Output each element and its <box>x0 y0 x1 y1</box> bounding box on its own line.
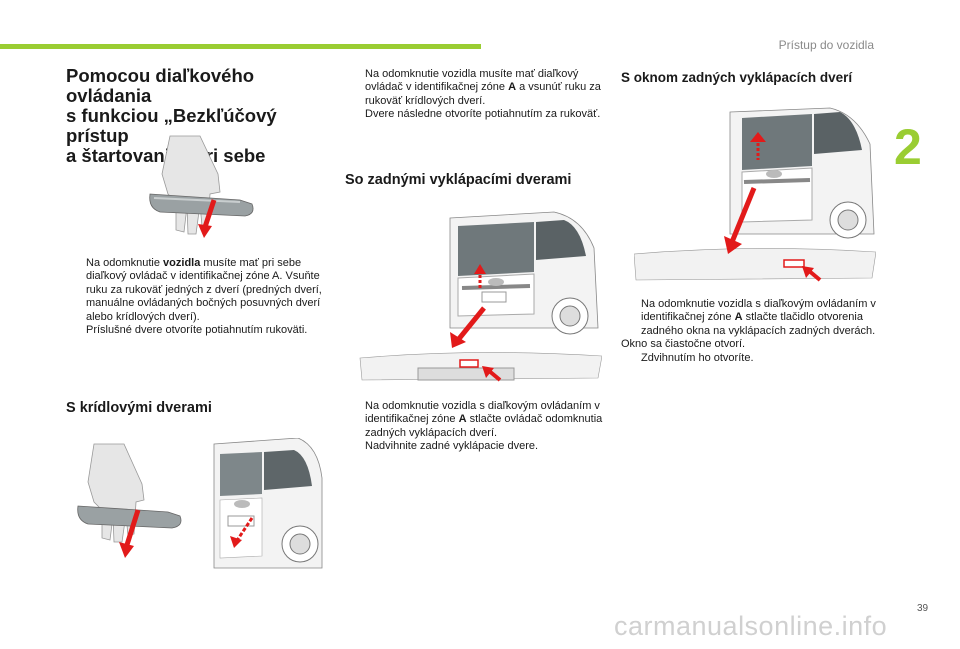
bullet-bold: A <box>508 81 517 94</box>
subtitle-tailgate: So zadnými vyklápacími dverami <box>345 172 572 188</box>
col1-bullet-1: Na odomknutie vozidla musíte mať pri seb… <box>66 257 328 324</box>
accent-bar <box>0 44 481 49</box>
bullet-text-cont: musíte mať pri sebe diaľkový ovládač v i… <box>86 257 322 323</box>
bullet-text: Na odomknutie vozidla s diaľkovým ovláda… <box>641 298 876 324</box>
bullet-text-cont: stlačte ovládač odomknutia zadných vyklá… <box>365 413 603 439</box>
bullet-bold: A <box>734 311 743 324</box>
bullet-text-cont: stlačte tlačidlo otvorenia zadného okna … <box>641 311 876 337</box>
hand-handle-illustration <box>149 135 254 238</box>
subtitle-wing-doors: S krídlovými dverami <box>66 400 212 416</box>
bullet-text: Nadvihnite zadné vyklápacie dvere. <box>365 440 539 453</box>
page-number: 39 <box>917 603 929 614</box>
wing-doors-illustration <box>77 438 323 569</box>
bullet-bold: A <box>458 413 467 426</box>
col3-plain-line: Okno sa čiastočne otvorí. <box>621 338 746 351</box>
bullet-text: Dvere následne otvoríte potiahnutím za r… <box>365 108 601 121</box>
heading-line-1: Pomocou diaľkového ovládania <box>66 65 255 106</box>
bullet-text: Na odomknutie vozidla s diaľkovým ovláda… <box>365 400 600 426</box>
chapter-number: 2 <box>894 119 922 175</box>
heading-line-2: s funkciou „Bezkľúčový prístup <box>66 105 277 146</box>
subtitle-rear-window: S oknom zadných vyklápacích dverí <box>621 70 853 85</box>
bullet-bold: vozidla <box>163 257 201 269</box>
bullet-text: Na odomknutie vozidla musíte mať diaľkov… <box>365 68 579 94</box>
rear-window-illustration <box>634 107 876 282</box>
col2-bullet-1: Na odomknutie vozidla musíte mať diaľkov… <box>345 68 607 108</box>
col3-bullet-2: Zdvihnutím ho otvoríte. <box>621 352 883 365</box>
bullet-text-cont: a vsunúť ruku za rukoväť krídlových dver… <box>365 81 601 107</box>
col3-instructions: Na odomknutie vozidla s diaľkovým ovláda… <box>621 298 883 365</box>
col3-bullet-1: Na odomknutie vozidla s diaľkovým ovláda… <box>621 298 883 338</box>
watermark: carmanualsonline.info <box>614 611 888 641</box>
col2-top-instructions: Na odomknutie vozidla musíte mať diaľkov… <box>345 68 607 122</box>
main-heading: Pomocou diaľkového ovládania s funkciou … <box>66 66 336 166</box>
col2-bottom-instructions: Na odomknutie vozidla s diaľkovým ovláda… <box>345 400 607 454</box>
col1-instructions: Na odomknutie vozidla musíte mať pri seb… <box>66 257 328 337</box>
col2-bullet-4: Nadvihnite zadné vyklápacie dvere. <box>345 440 607 453</box>
bullet-text: Zdvihnutím ho otvoríte. <box>641 351 754 364</box>
col2-bullet-3: Na odomknutie vozidla s diaľkovým ovláda… <box>345 400 607 440</box>
bullet-text: Príslušné dvere otvoríte potiahnutím ruk… <box>86 324 308 337</box>
bullet-text: Na odomknutie <box>86 257 164 269</box>
col2-bullet-2: Dvere následne otvoríte potiahnutím za r… <box>345 108 607 121</box>
col1-bullet-2: Príslušné dvere otvoríte potiahnutím ruk… <box>66 324 328 337</box>
tailgate-illustration <box>359 211 602 382</box>
section-label: Prístup do vozidla <box>778 38 874 52</box>
